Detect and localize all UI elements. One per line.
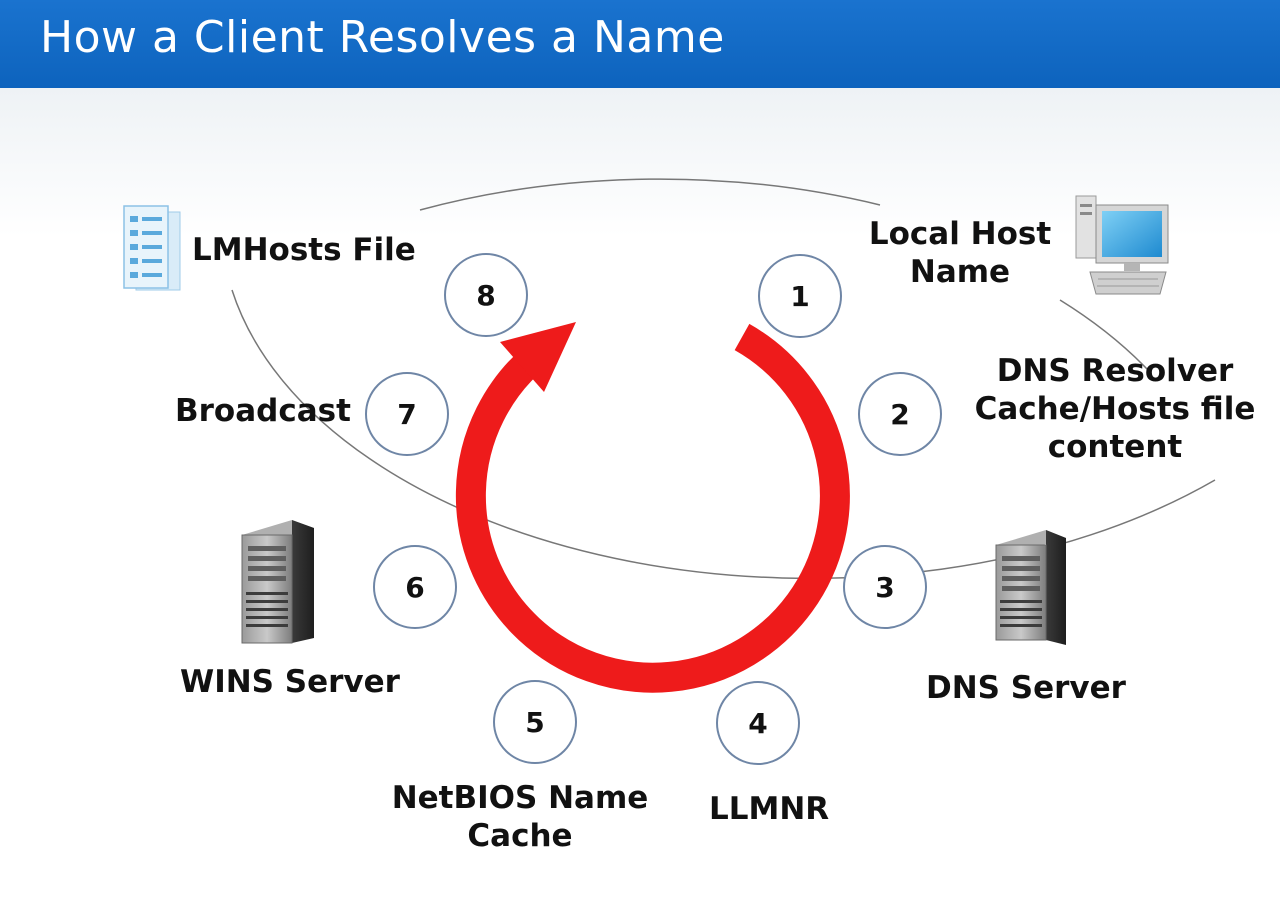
step-label-5: NetBIOS Name Cache [380, 779, 660, 855]
slide-content [0, 88, 1280, 914]
step-label-7: Broadcast [175, 393, 351, 429]
step-label-5-line: NetBIOS Name [391, 780, 649, 816]
step-number-2: 2 [890, 398, 909, 431]
server-icon [241, 520, 314, 644]
step-label-2-line: Cache/Hosts file [974, 391, 1256, 427]
slide-title: How a Client Resolves a Name [40, 12, 725, 63]
step-number-8: 8 [476, 279, 495, 312]
step-label-4: LLMNR [709, 791, 830, 827]
step-label-8: LMHosts File [192, 232, 416, 268]
step-circles [365, 253, 942, 765]
step-label-1: Local Host Name [850, 215, 1070, 291]
step-label-6: WINS Server [180, 664, 400, 700]
step-number-1: 1 [790, 280, 809, 313]
step-circle-8 [444, 253, 528, 337]
step-number-3: 3 [875, 571, 894, 604]
cycle-arrow [455, 322, 850, 693]
step-label-1-line: Name [909, 254, 1011, 290]
step-circle-2 [858, 372, 942, 456]
document-icon [123, 205, 181, 291]
step-circle-4 [716, 681, 800, 765]
step-number-6: 6 [405, 571, 424, 604]
step-label-3: DNS Server [926, 670, 1126, 706]
step-number-7: 7 [397, 398, 416, 431]
step-label-1-line: Local Host [868, 216, 1052, 252]
server-icon [995, 530, 1066, 645]
step-circle-1 [758, 254, 842, 338]
step-circle-3 [843, 545, 927, 629]
title-bar: How a Client Resolves a Name [0, 0, 1280, 88]
step-circle-5 [493, 680, 577, 764]
step-label-2-line: DNS Resolver [996, 353, 1234, 389]
step-number-5: 5 [525, 706, 544, 739]
step-circle-6 [373, 545, 457, 629]
step-number-4: 4 [748, 707, 767, 740]
step-label-5-line: Cache [467, 818, 573, 854]
step-label-2-line: content [1047, 429, 1183, 465]
step-label-2: DNS Resolver Cache/Hosts file content [965, 352, 1265, 466]
step-circle-7 [365, 372, 449, 456]
computer-icon [1075, 195, 1169, 295]
